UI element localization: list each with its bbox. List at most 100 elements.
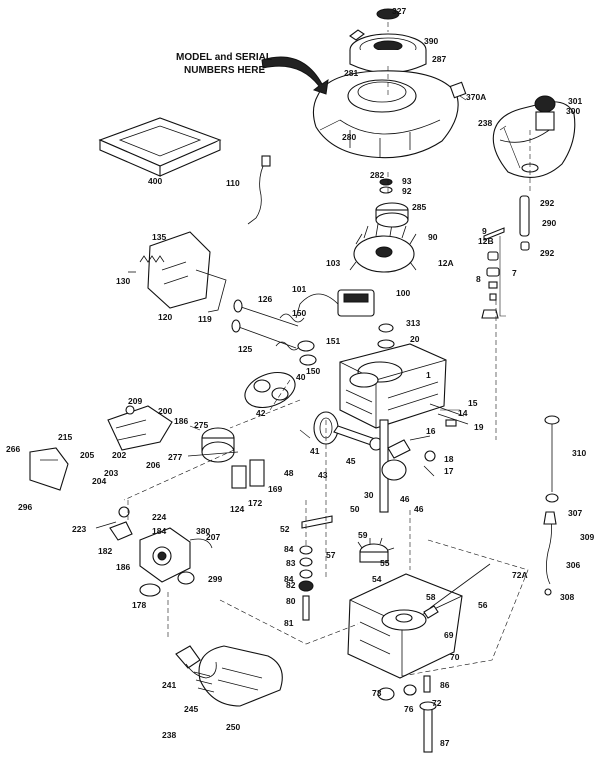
gasket-part [244,371,296,409]
part-callout-205: 205 [80,450,94,460]
part-callout-40a: 40 [296,372,306,382]
part-callout-12A: 12A [438,258,454,268]
part-callout-280: 280 [342,132,356,142]
part-callout-30: 30 [364,490,374,500]
part-callout-300: 300 [566,106,580,116]
part-callout-103: 103 [326,258,340,268]
part-callout-215: 215 [58,432,72,442]
part-callout-90: 90 [428,232,438,242]
part-callout-84a: 84 [284,544,294,554]
part-callout-390: 390 [424,36,438,46]
part-callout-125: 125 [238,344,252,354]
part-callout-1: 1 [426,370,431,380]
part-callout-309: 309 [580,532,594,542]
model-serial-note-line1: MODEL and SERIAL [176,52,272,63]
spring-part [128,255,165,273]
part-callout-16: 16 [426,426,436,436]
part-callout-73: 73 [372,688,382,698]
part-callout-18: 18 [444,454,454,464]
part-callout-82: 82 [286,580,296,590]
part-callout-59: 59 [358,530,368,540]
part-callout-55: 55 [380,558,390,568]
part-callout-57: 57 [326,550,336,560]
governor-link-part [187,451,239,457]
valve-cover-plate-part [147,231,227,313]
part-callout-287: 287 [432,54,446,64]
part-callout-43: 43 [318,470,328,480]
part-callout-14: 14 [458,408,468,418]
part-callout-277: 277 [168,452,182,462]
model-serial-arrow [261,56,329,95]
part-callout-101: 101 [292,284,306,294]
part-callout-292b: 292 [540,248,554,258]
part-callout-70: 70 [450,652,460,662]
part-callout-169: 169 [268,484,282,494]
crankcase-sump-part [347,573,463,679]
insulator-part [231,459,265,489]
fuel-tank-part [492,95,576,178]
part-callout-150b: 150 [306,366,320,376]
part-callout-182: 182 [98,546,112,556]
ignition-coil-part [201,427,235,463]
part-callout-238a: 238 [478,118,492,128]
part-callout-308: 308 [560,592,574,602]
part-callout-135: 135 [152,232,166,242]
part-callout-207: 207 [206,532,220,542]
cam-gear-part [357,537,395,563]
part-callout-58: 58 [426,592,436,602]
governor-parts-stack [481,227,505,319]
part-callout-313: 313 [406,318,420,328]
part-callout-15: 15 [468,398,478,408]
oil-seal-part [377,323,395,349]
callout-labels: MODEL and SERIAL NUMBERS HERE 3273902872… [6,6,594,748]
part-callout-301: 301 [568,96,582,106]
part-callout-310: 310 [572,448,586,458]
connecting-rod-part [333,425,383,451]
part-callout-306: 306 [566,560,580,570]
assembly-leader-lines [123,22,531,677]
part-callout-224: 224 [152,512,166,522]
governor-gear-stack [298,545,314,621]
flywheel-nut-part [379,178,393,194]
rewind-starter-part [349,29,427,74]
air-filter-part [98,117,222,177]
part-callout-92: 92 [402,186,412,196]
part-callout-56: 56 [478,600,488,610]
part-callout-120: 120 [158,312,172,322]
blower-housing-part [312,70,467,159]
part-callout-299: 299 [208,574,222,584]
part-callout-245: 245 [184,704,198,714]
part-callout-126: 126 [258,294,272,304]
label-leaders [189,95,521,439]
valve-retainer-part [297,340,317,366]
starter-cup-part [375,202,409,228]
carburetor-part [109,521,213,597]
part-callout-72A: 72A [512,570,528,580]
part-callout-282: 282 [370,170,384,180]
part-callout-81: 81 [284,618,294,628]
part-callout-87: 87 [440,738,450,748]
part-callout-9: 9 [482,226,487,236]
part-callout-250: 250 [226,722,240,732]
part-callout-281: 281 [344,68,358,78]
part-callout-206: 206 [146,460,160,470]
valve-spring-part [275,313,305,351]
part-callout-19: 19 [474,422,484,432]
part-callout-184: 184 [152,526,166,536]
part-callout-86: 86 [440,680,450,690]
part-callout-76: 76 [404,704,414,714]
part-callout-186b: 186 [116,562,130,572]
part-callout-285: 285 [412,202,426,212]
part-callout-223: 223 [72,524,86,534]
part-callout-54: 54 [372,574,382,584]
part-callout-209: 209 [128,396,142,406]
part-callout-380: 380 [196,526,210,536]
part-callout-110: 110 [226,178,240,188]
cylinder-block-part [339,343,447,429]
part-callout-69: 69 [444,630,454,640]
part-callout-178: 178 [132,600,146,610]
fuel-line-part [519,195,530,251]
part-callout-266: 266 [6,444,20,454]
